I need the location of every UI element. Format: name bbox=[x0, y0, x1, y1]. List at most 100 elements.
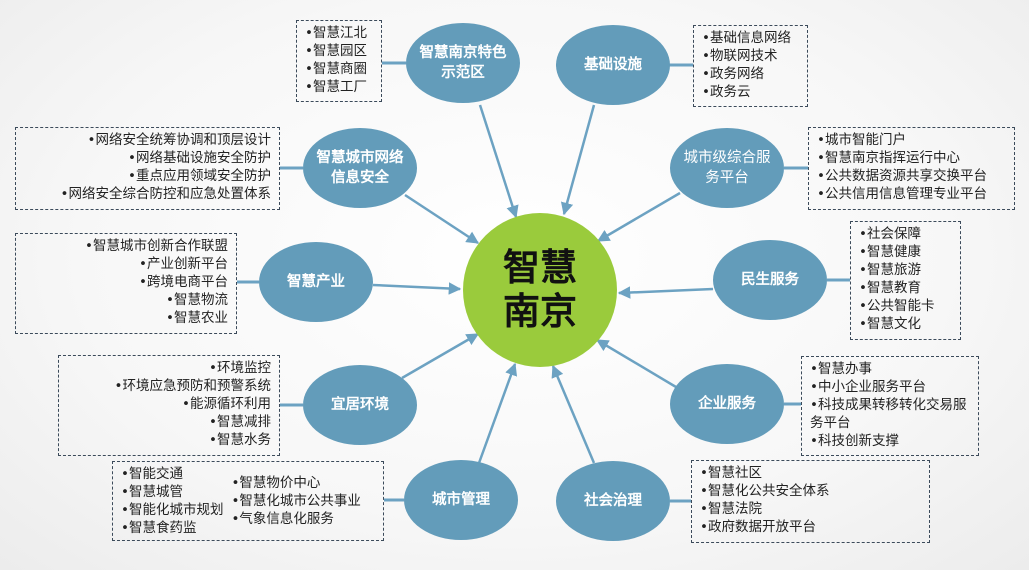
list-item: •重点应用领域安全防护 bbox=[128, 168, 271, 184]
node-ellipse-infrastructure bbox=[556, 25, 670, 105]
node-label: 社会治理 bbox=[584, 493, 642, 509]
arrow-city-management bbox=[477, 362, 518, 464]
list-item: •智慧园区 bbox=[305, 43, 367, 59]
detail-box-demo-zone: •智慧江北 •智慧园区 •智慧商圈 •智慧工厂 bbox=[296, 20, 382, 102]
node-label: 智慧南京特色示范区 bbox=[419, 45, 507, 81]
node-label: 民生服务 bbox=[741, 272, 799, 288]
node-ellipse-livelihood bbox=[713, 240, 827, 320]
node-network-security: 智慧城市网络信息安全 bbox=[303, 128, 417, 208]
node-label: 企业服务 bbox=[698, 396, 756, 412]
list-item: •智慧办事 bbox=[810, 361, 872, 377]
detail-box-environment: •环境监控 •环境应急预防和预警系统 •能源循环利用 •智慧减排 •智慧水务 bbox=[58, 355, 280, 456]
node-ellipse-environment bbox=[303, 365, 417, 445]
arrow-social-governance bbox=[551, 364, 596, 464]
arrow-demo-zone bbox=[478, 104, 519, 219]
list-item: •气象信息化服务 bbox=[231, 511, 334, 527]
node-social-governance: 社会治理 bbox=[556, 461, 670, 541]
list-item: •智慧化公共安全体系 bbox=[700, 483, 830, 499]
list-item: •智慧法院 bbox=[700, 501, 762, 517]
detail-box-service-platform: •城市智能门户 •智慧南京指挥运行中心 •公共数据资源共享交换平台 •公共信用信息管理… bbox=[808, 127, 1015, 210]
detail-box-enterprise: •智慧办事 •中小企业服务平台 •科技成果转移转化交易服务平台 •科技创新支撑 bbox=[801, 356, 979, 456]
node-label: 城市级综合服务平台 bbox=[683, 150, 771, 186]
list-item: •科技创新支撑 bbox=[810, 433, 899, 449]
list-column: •智慧物价中心 •智慧化城市公共事业 •气象信息化服务 bbox=[231, 465, 360, 537]
list-item: •智慧农业 bbox=[166, 310, 228, 326]
list-item: •公共智能卡 bbox=[859, 298, 935, 314]
node-ellipse-city-management bbox=[404, 460, 518, 540]
list-item: •智能交通 bbox=[121, 466, 183, 482]
center-title: 智慧南京 bbox=[503, 246, 577, 333]
detail-box-industry: •智慧城市创新合作联盟 •产业创新平台 •跨境电商平台 •智慧物流 •智慧农业 bbox=[15, 233, 237, 334]
arrow-network-security bbox=[404, 193, 480, 245]
node-service-platform: 城市级综合服务平台 bbox=[670, 128, 784, 208]
list-item: •智慧城市创新合作联盟 bbox=[85, 238, 228, 254]
list-item: •智慧南京指挥运行中心 bbox=[817, 150, 960, 166]
node-ellipse-demo-zone bbox=[406, 23, 520, 103]
center-circle: 智慧南京 bbox=[463, 213, 617, 367]
arrow-livelihood bbox=[617, 286, 714, 299]
list-item: •智慧食药监 bbox=[121, 520, 197, 536]
node-ellipse-service-platform bbox=[670, 128, 784, 208]
list-item: •产业创新平台 bbox=[139, 256, 228, 272]
arrow-service-platform bbox=[596, 191, 681, 243]
list-item: •跨境电商平台 bbox=[139, 274, 228, 290]
list-item: •智慧化城市公共事业 bbox=[231, 493, 361, 509]
list-item: •基础信息网络 bbox=[702, 30, 791, 46]
list-item: •智慧社区 bbox=[700, 465, 762, 481]
list-item: •公共信用信息管理专业平台 bbox=[817, 186, 987, 202]
node-ellipse-network-security bbox=[303, 128, 417, 208]
list-item: •政务网络 bbox=[702, 66, 764, 82]
node-label: 智慧城市网络信息安全 bbox=[316, 150, 404, 186]
arrow-infrastructure bbox=[560, 104, 596, 216]
node-label: 智慧产业 bbox=[287, 274, 345, 290]
list-item: •城市智能门户 bbox=[817, 132, 906, 148]
list-item: •政务云 bbox=[702, 84, 751, 100]
node-infrastructure: 基础设施 bbox=[556, 25, 670, 105]
list-item: •智慧教育 bbox=[859, 280, 921, 296]
list-item: •智慧健康 bbox=[859, 244, 921, 260]
list-item: •智能化城市规划 bbox=[121, 502, 224, 518]
arrow-environment bbox=[401, 332, 480, 380]
node-label: 城市管理 bbox=[432, 492, 490, 508]
list-item: •环境应急预防和预警系统 bbox=[114, 378, 271, 394]
node-environment: 宜居环境 bbox=[303, 365, 417, 445]
node-city-management: 城市管理 bbox=[404, 460, 518, 540]
node-label: 宜居环境 bbox=[331, 397, 389, 413]
node-label: 基础设施 bbox=[584, 57, 642, 73]
list-item: •网络基础设施安全防护 bbox=[128, 150, 271, 166]
node-ellipse-enterprise bbox=[670, 364, 784, 444]
node-demo-zone: 智慧南京特色示范区 bbox=[406, 23, 520, 103]
list-item: •公共数据资源共享交换平台 bbox=[817, 168, 987, 184]
node-industry: 智慧产业 bbox=[259, 242, 373, 322]
detail-box-infrastructure: •基础信息网络 •物联网技术 •政务网络 •政务云 bbox=[693, 25, 808, 107]
detail-box-network-security: •网络安全统筹协调和顶层设计 •网络基础设施安全防护 •重点应用领域安全防护 •网络安… bbox=[15, 127, 280, 210]
list-column: •智能交通 •智慧城管 •智能化城市规划 •智慧食药监 bbox=[121, 465, 223, 537]
list-item: •智慧工厂 bbox=[305, 79, 367, 95]
arrow-industry bbox=[372, 282, 462, 295]
node-enterprise: 企业服务 bbox=[670, 364, 784, 444]
list-item: •环境监控 bbox=[209, 360, 271, 376]
arrow-enterprise bbox=[595, 338, 677, 389]
list-item: •智慧旅游 bbox=[859, 262, 921, 278]
node-ellipse-industry bbox=[259, 242, 373, 322]
list-item: •智慧水务 bbox=[209, 432, 271, 448]
list-item: •网络安全统筹协调和顶层设计 bbox=[87, 132, 271, 148]
list-item: •科技成果转移转化交易服务平台 bbox=[810, 397, 967, 431]
list-item: •智慧商圈 bbox=[305, 61, 367, 77]
detail-box-social-governance: •智慧社区 •智慧化公共安全体系 •智慧法院 •政府数据开放平台 bbox=[691, 460, 930, 543]
node-livelihood: 民生服务 bbox=[713, 240, 827, 320]
list-item: •政府数据开放平台 bbox=[700, 519, 816, 535]
list-item: •智慧减排 bbox=[209, 414, 271, 430]
node-ellipse-social-governance bbox=[556, 461, 670, 541]
list-item: •物联网技术 bbox=[702, 48, 778, 64]
list-item: •中小企业服务平台 bbox=[810, 379, 926, 395]
list-item: •网络安全综合防控和应急处置体系 bbox=[60, 186, 271, 202]
list-item: •能源循环利用 bbox=[182, 396, 271, 412]
list-item: •智慧江北 bbox=[305, 25, 367, 41]
list-item: •智慧物价中心 bbox=[231, 475, 321, 491]
detail-box-livelihood: •社会保障•智慧健康•智慧旅游•智慧教育•公共智能卡•智慧文化 bbox=[850, 221, 961, 340]
list-item: •智慧物流 bbox=[166, 292, 228, 308]
list-item: •智慧文化 bbox=[859, 316, 921, 332]
list-item: •智慧城管 bbox=[121, 484, 183, 500]
